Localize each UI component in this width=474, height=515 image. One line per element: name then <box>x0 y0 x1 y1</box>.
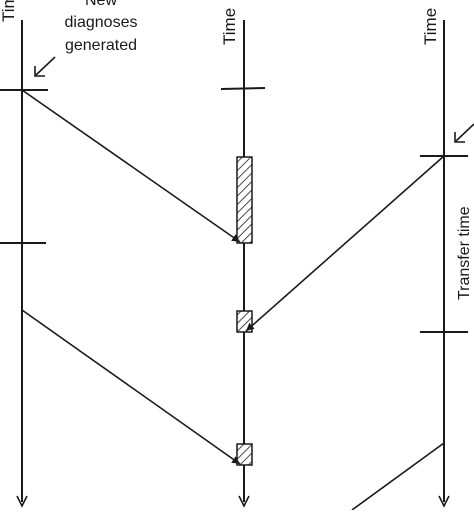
processing-box-1 <box>236 156 253 244</box>
messages <box>21 89 445 511</box>
time-label-right: Time <box>421 8 440 45</box>
annotation-line-1: New <box>85 0 117 9</box>
timeline-middle: Time <box>220 8 266 508</box>
annotation-pointer <box>35 56 56 76</box>
right-annotation-pointer-head <box>454 132 465 143</box>
processing-box-2 <box>236 310 253 333</box>
annotation-new-diagnoses: New diagnoses generated <box>34 0 138 77</box>
processing-box-3 <box>236 443 253 466</box>
time-label-middle: Time <box>220 8 239 45</box>
tick-middle-1 <box>220 87 266 90</box>
timeline-left-arrowhead <box>16 495 28 508</box>
timeline-right: Time Transfer time <box>420 8 474 508</box>
annotation-pointer-head <box>34 66 45 77</box>
message-left-to-middle-2 <box>21 309 241 465</box>
time-label-left: Time <box>0 0 18 22</box>
timeline-middle-arrowhead <box>238 495 250 508</box>
right-annotation-pointer <box>455 123 474 142</box>
annotation-line-2: diagnoses <box>65 14 138 31</box>
timeline-left: Time <box>0 0 48 508</box>
transfer-time-label: Transfer time <box>456 206 473 300</box>
message-right-to-middle-2 <box>351 442 445 511</box>
message-left-to-middle-1 <box>21 89 241 243</box>
annotation-line-3: generated <box>65 37 137 54</box>
timeline-right-arrowhead <box>438 495 450 508</box>
message-right-to-middle-1 <box>245 155 445 332</box>
